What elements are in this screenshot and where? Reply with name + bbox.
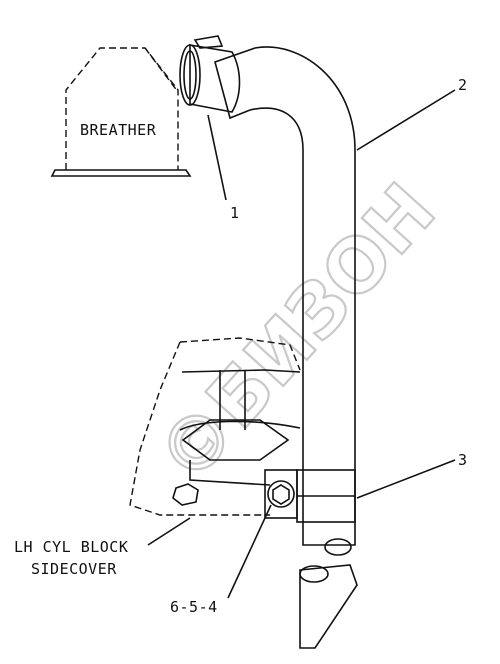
- bolt-part-label: 6-5-4: [170, 598, 218, 616]
- watermark: ©БИЗОН: [140, 167, 454, 502]
- breather-label: BREATHER: [80, 121, 157, 139]
- sidecover: [129, 337, 301, 516]
- part-1-label: 1: [230, 204, 240, 222]
- part-3-label: 3: [458, 451, 468, 469]
- breather-housing: [50, 47, 192, 177]
- block-label-line1: LH CYL BLOCK: [14, 538, 128, 556]
- part-2-label: 2: [458, 76, 468, 94]
- watermark-text: ©БИЗОН: [141, 168, 452, 500]
- hose-tube: [179, 35, 358, 649]
- leader-lines: [147, 89, 456, 599]
- block-label-line2: SIDECOVER: [31, 560, 117, 578]
